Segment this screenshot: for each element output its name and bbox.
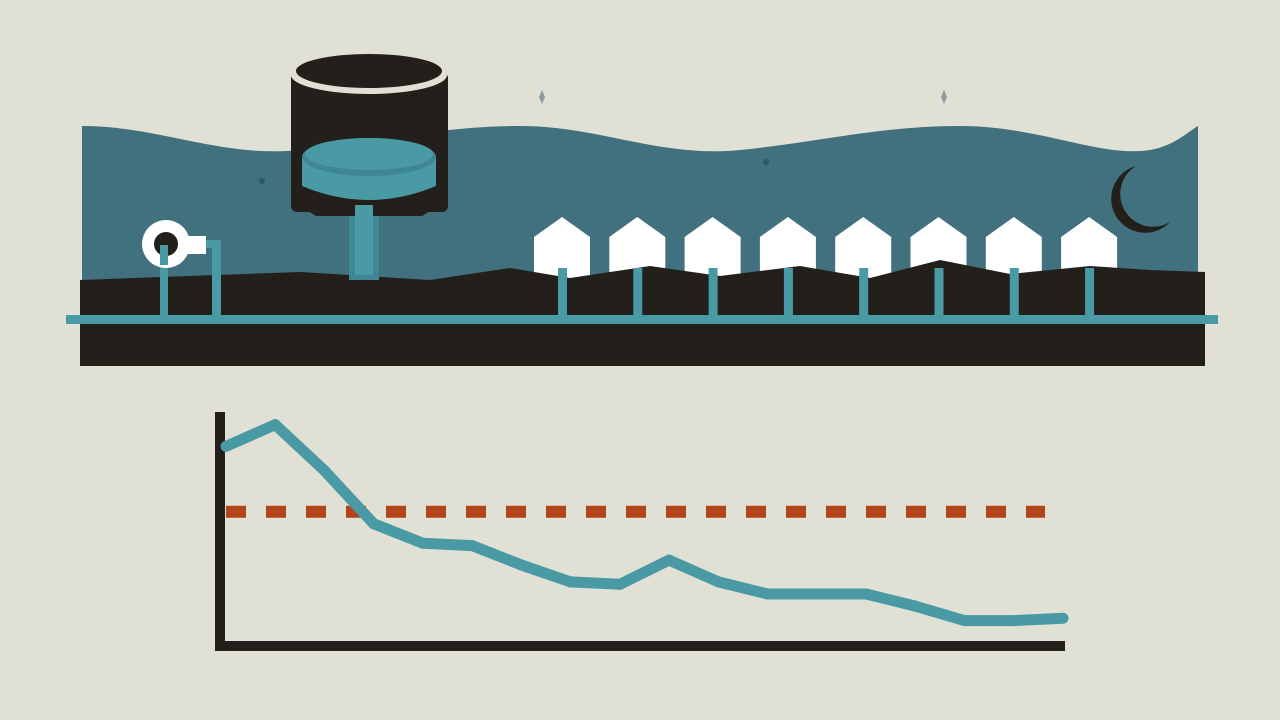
series-point (762, 588, 774, 600)
series-point (417, 537, 429, 549)
series-point (269, 419, 281, 431)
house-service-pipe (783, 268, 793, 318)
house-service-pipe (633, 268, 643, 318)
moon-icon (1111, 166, 1170, 233)
main-pipe (210, 315, 1218, 324)
house-service-pipe (1009, 268, 1019, 318)
main-pipe (66, 315, 217, 324)
pump-pipe (160, 245, 168, 319)
star-icon (763, 159, 769, 165)
star-icon (539, 90, 545, 104)
series-point (466, 540, 478, 552)
series-line (223, 419, 1064, 627)
series-point (515, 559, 527, 571)
house-icon (985, 217, 1042, 285)
series-point (318, 465, 330, 477)
series-points (220, 419, 1069, 627)
pump-icon (142, 220, 206, 268)
series-point (959, 615, 971, 627)
series-point (860, 588, 872, 600)
house-service-pipe (1085, 268, 1095, 318)
house-service-pipe (558, 268, 567, 318)
series-point (811, 588, 823, 600)
ground (80, 260, 1205, 366)
series-point (712, 576, 724, 588)
series-point (614, 578, 626, 590)
house-icon (835, 217, 892, 285)
stars (259, 90, 947, 184)
house-icon (534, 217, 590, 285)
series-point (368, 518, 380, 530)
house-service-pipe (934, 268, 944, 318)
series-point (663, 554, 675, 566)
series-point (220, 440, 232, 452)
series-point (565, 576, 577, 588)
series-point (1057, 612, 1069, 624)
water-tower-icon (291, 54, 448, 280)
pump-pipe (212, 240, 221, 320)
house-service-pipe (859, 268, 869, 318)
series-point (909, 600, 921, 612)
star-icon (941, 90, 947, 104)
house-icon (684, 217, 741, 285)
house-service-pipe (708, 268, 718, 318)
series-point (1008, 615, 1020, 627)
star-icon (259, 178, 265, 184)
line-chart (215, 412, 1069, 651)
